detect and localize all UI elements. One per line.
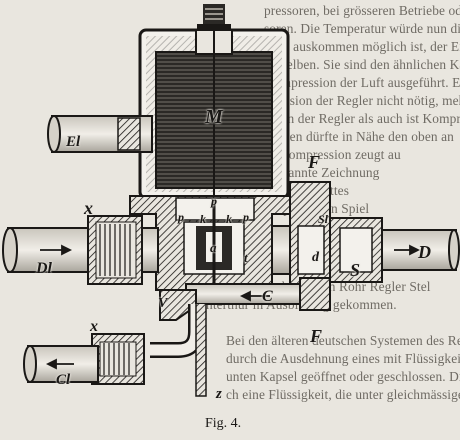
background-text-line: unten Kapsel geöffnet oder geschlossen. …: [226, 369, 460, 384]
background-text-line: ganzen dürfte in Nähe den oben an: [264, 129, 454, 144]
background-text-line: teilen der Regler als auch ist Kompresso…: [264, 111, 460, 126]
label-x-bottom: x: [90, 318, 98, 335]
label-El: El: [66, 134, 81, 150]
label-z: z: [216, 386, 222, 402]
background-text-line: ungs auskommen möglich ist, der Einricht…: [264, 39, 460, 54]
top-screw: [197, 4, 231, 32]
main-pipe: [2, 181, 460, 295]
figure-caption: Fig. 4.: [202, 416, 245, 432]
label-C: C: [262, 288, 273, 305]
label-Cl: Cl: [56, 372, 71, 388]
label-p-right: p: [243, 210, 249, 224]
expansion-chamber-M: [138, 28, 290, 200]
label-M: M: [205, 106, 223, 128]
label-p-left: p: [178, 210, 184, 224]
label-Dl: Dl: [36, 260, 52, 277]
background-text-line: Bei den älteren deutschen Systemen des R…: [226, 333, 460, 348]
label-a: a: [210, 240, 217, 255]
label-d: d: [312, 250, 319, 265]
label-D: D: [418, 242, 431, 262]
background-text-line: Kompression der Luft ausgeführt. Eine is…: [264, 75, 460, 90]
background-text-line: durch die Ausdehnung eines mit Flüssigke…: [226, 351, 460, 366]
background-text-line: soren. Die Temperatur würde nun die Kost…: [264, 21, 460, 36]
label-p-mid: p: [211, 194, 217, 208]
label-x-top: x: [84, 198, 93, 218]
label-V: V: [158, 296, 168, 311]
flow-arrows: [40, 244, 421, 370]
label-k-left: k: [200, 212, 206, 226]
label-k-right: k: [226, 212, 232, 226]
background-text-line: ch eine Flüssigkeit, die unter gleichmäs…: [226, 387, 460, 402]
label-F-top: F: [308, 152, 321, 172]
label-Sl: Sl: [318, 212, 329, 226]
lower-tube-C: [159, 277, 331, 321]
valve-body: [129, 195, 301, 291]
label-F-bottom: F: [310, 326, 323, 346]
background-text-line: Revision der Regler nicht nötig, mehr: [264, 93, 460, 108]
label-S: S: [350, 260, 361, 280]
inlet-pipe-El: [47, 115, 153, 153]
background-text-line: pressoren, bei grösseren Betriebe oder D…: [264, 3, 460, 18]
label-t: t: [244, 250, 248, 265]
bent-pipe-Cl: [23, 304, 207, 397]
background-text-line: derselben. Sie sind den ähnlichen Kas: [264, 57, 460, 72]
